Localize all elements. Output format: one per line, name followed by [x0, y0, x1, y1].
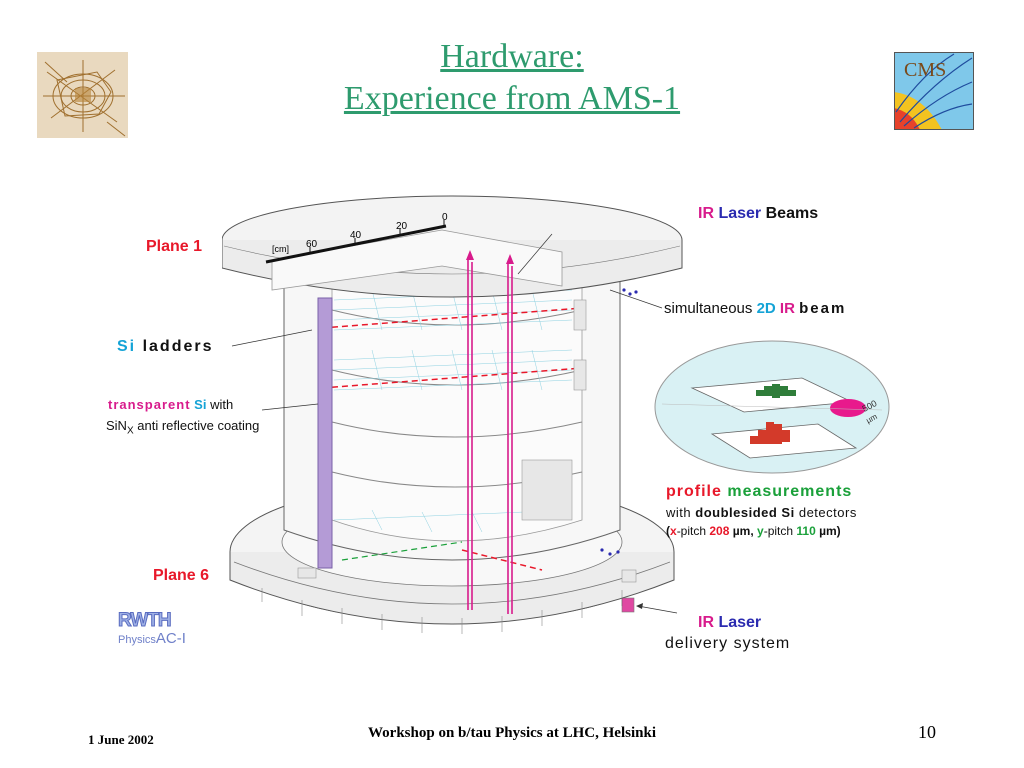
simultaneous-ir: IR: [779, 300, 795, 317]
ir-laser-beams-label: IR Laser Beams: [698, 205, 818, 223]
pitch-y-text: -pitch: [763, 524, 794, 538]
transparent-with: with: [210, 397, 234, 412]
transparent-si-label: transparent Si with: [108, 397, 233, 412]
transparent-si: Si: [194, 397, 207, 412]
si-ladders-si: Si: [117, 338, 137, 355]
footer-date: 1 June 2002: [88, 732, 154, 747]
rwth-logo: RWTH PhysicsAC-I: [118, 610, 186, 648]
measurements-word: measurements: [727, 483, 853, 500]
profile-doublesided: doublesided Si: [695, 505, 795, 520]
transparent-word: transparent: [108, 397, 191, 412]
simultaneous-word: simultaneous: [664, 300, 753, 317]
profile-detectors: detectors: [798, 505, 857, 520]
detector-sketch-logo: [37, 52, 128, 138]
footer-workshop: Workshop on b/tau Physics at LHC, Helsin…: [368, 725, 656, 741]
si-ladders-word: ladders: [142, 338, 214, 355]
delivery-system-label: delivery system: [665, 635, 791, 652]
pitch-208: 208: [709, 524, 730, 538]
scale-tick-20: 20: [396, 221, 408, 232]
cms-logo: CMS: [894, 52, 974, 130]
sinx-sub: X: [126, 425, 134, 437]
slide-title: Hardware: Experience from AMS-1: [0, 36, 1024, 120]
ir-delivery-laser: Laser: [718, 614, 762, 631]
profile-word: profile: [666, 483, 722, 500]
page-number: 10: [918, 722, 936, 742]
ir-beams-laser: Laser: [718, 205, 762, 222]
scale-tick-40: 40: [350, 230, 362, 241]
simultaneous-beam-label: simultaneous 2D IR beam: [664, 300, 846, 317]
slide-title-line1: Hardware:: [440, 38, 584, 75]
pitch-x-text: -pitch: [676, 524, 707, 538]
cms-logo-text: CMS: [904, 59, 946, 81]
slide-title-line2: Experience from AMS-1: [343, 80, 681, 117]
scale-unit: [cm]: [272, 244, 289, 254]
profile-with: with: [666, 505, 692, 520]
scale-tick-0: 0: [442, 212, 448, 223]
profile-pitch-line: (x-pitch 208 µm, y-pitch 110 µm): [666, 524, 841, 538]
scale-tick-60: 60: [306, 239, 318, 250]
profile-measurements-label: profile measurements: [666, 483, 852, 501]
profile-detectors-line: with doublesided Si detectors: [666, 505, 857, 520]
sinx-coating-label: SiNX anti reflective coating: [106, 418, 259, 437]
pitch-open: (: [666, 524, 670, 538]
plane-6-label: Plane 6: [153, 567, 210, 584]
si-ladders-label: Si ladders: [117, 338, 214, 356]
ir-delivery-ir: IR: [698, 614, 714, 631]
pitch-y: y: [757, 524, 764, 538]
simultaneous-2d: 2D: [756, 300, 776, 317]
profile-inset: [654, 340, 890, 474]
pitch-um1: µm,: [732, 524, 754, 538]
sinx-sin: SiN: [106, 418, 127, 433]
rwth-physics: Physics: [118, 634, 156, 646]
rwth-logo-big: RWTH: [118, 610, 173, 631]
plane-1-label: Plane 1: [146, 238, 203, 255]
ams1-tracker-drawing: [222, 195, 683, 634]
sinx-rest: anti reflective coating: [137, 418, 260, 433]
ir-beams-beams: Beams: [765, 205, 819, 222]
pitch-110: 110: [796, 524, 816, 538]
simultaneous-beam: beam: [799, 300, 847, 317]
pitch-um2: µm): [819, 524, 841, 538]
ir-laser-delivery-label: IR Laser: [698, 614, 761, 632]
pitch-x: x: [670, 524, 677, 538]
rwth-aci: AC-I: [155, 630, 186, 647]
ir-beams-ir: IR: [698, 205, 714, 222]
